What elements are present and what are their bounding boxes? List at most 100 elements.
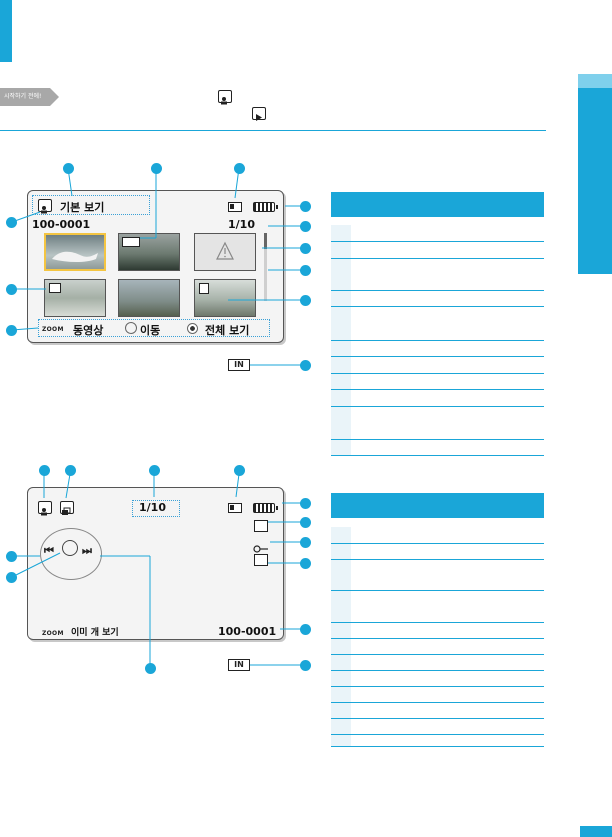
callout-marker [149, 465, 160, 476]
ok-action: 전체 보기 [205, 324, 250, 337]
return-icon[interactable] [62, 540, 78, 556]
callout-marker [300, 201, 311, 212]
nav-control [40, 528, 102, 580]
legend-table-row [331, 671, 544, 687]
callout-marker [6, 551, 17, 562]
battery-icon [253, 202, 278, 212]
key-icon [253, 538, 269, 553]
legend-table-row [331, 357, 544, 374]
legend-table-row [331, 560, 544, 591]
legend-table-row [331, 440, 544, 456]
file-number: 100-0001 [218, 625, 277, 638]
callout-marker [300, 498, 311, 509]
callout-marker [234, 465, 245, 476]
callout-marker [300, 624, 311, 635]
legend-table-row [331, 735, 544, 747]
legend-table-row [331, 719, 544, 735]
thumbnail-item[interactable] [118, 233, 180, 271]
legend-table-row [331, 687, 544, 703]
thumbnail-item[interactable] [118, 279, 180, 317]
legend-table-row [331, 259, 544, 291]
callout-marker [300, 558, 311, 569]
legend-table-row [331, 242, 544, 259]
callout-marker [300, 537, 311, 548]
legend-table-row [331, 623, 544, 639]
legend-table-row [331, 341, 544, 357]
guide-bar [38, 319, 270, 337]
photo-mode-icon [218, 90, 232, 105]
section-divider [0, 130, 546, 131]
play-icon [252, 107, 266, 121]
callout-marker [300, 517, 311, 528]
protect-icon [122, 237, 140, 247]
callout-marker [300, 243, 311, 254]
internal-memory-icon: IN [228, 659, 250, 671]
legend-table-header [331, 192, 544, 217]
mode-label: 기본 보기 [60, 201, 105, 214]
thumbnail-item[interactable] [194, 279, 256, 317]
thumbnail-item[interactable] [44, 233, 106, 271]
zoom-key-label: ZOOM [42, 326, 64, 333]
photo-mode-icon [38, 199, 52, 214]
thumbnail-item-error[interactable] [194, 233, 256, 271]
prev-icon[interactable]: ⏮ [44, 544, 54, 557]
next-icon[interactable]: ⏭ [82, 544, 92, 557]
slideshow-icon [60, 501, 74, 515]
callout-marker [300, 221, 311, 232]
move-action: 이동 [140, 324, 161, 337]
legend-table-row [331, 655, 544, 671]
scrollbar-track[interactable] [264, 233, 267, 301]
callout-marker [234, 163, 245, 174]
callout-marker [151, 163, 162, 174]
legend-table-row [331, 307, 544, 341]
legend-table-row [331, 407, 544, 440]
move-icon [125, 322, 137, 334]
flash-off-icon [254, 554, 268, 566]
legend-table-row [331, 390, 544, 407]
multi-select-icon [49, 283, 61, 293]
photo-mode-icon [38, 501, 52, 516]
zoom-key-label: ZOOM [42, 630, 64, 637]
legend-table-row [331, 291, 544, 307]
single-view-screen: 1/10 ⏮ ⏭ ZOOM 이미 개 보기 100-0001 [27, 487, 284, 640]
callout-marker [300, 660, 311, 671]
internal-memory-icon: IN [228, 359, 250, 371]
side-chapter-tab-highlight [578, 74, 612, 88]
legend-table-row [331, 591, 544, 623]
print-icon [199, 283, 209, 294]
callout-marker [6, 325, 17, 336]
battery-icon [253, 503, 278, 513]
legend-table-row [331, 544, 544, 560]
legend-table-row [331, 639, 544, 655]
scrollbar-thumb[interactable] [264, 233, 267, 249]
warning-icon [216, 241, 234, 260]
card-icon [228, 202, 242, 212]
callout-marker [63, 163, 74, 174]
file-number: 100-0001 [32, 218, 91, 231]
ok-icon [187, 323, 198, 334]
thumbnail-item[interactable] [44, 279, 106, 317]
mode-label-box [32, 195, 150, 215]
callout-marker [300, 265, 311, 276]
section-tag: 시작하기 전에! [0, 88, 59, 106]
callout-marker [145, 663, 156, 674]
legend-table-header [331, 493, 544, 518]
callout-marker [39, 465, 50, 476]
callout-marker [6, 284, 17, 295]
callout-marker [6, 572, 17, 583]
thumbnail-view-screen: 기본 보기 100-0001 1/10 ZOOM 동영상 이동 전체 보기 [27, 190, 284, 343]
print-icon [254, 520, 268, 532]
callout-marker [6, 217, 17, 228]
callout-marker [300, 360, 311, 371]
page-number-tab [580, 826, 612, 837]
chapter-color-bar [0, 0, 12, 62]
callout-marker [300, 295, 311, 306]
legend-table-row [331, 527, 544, 544]
counter: 1/10 [228, 218, 255, 231]
card-icon [228, 503, 242, 513]
zoom-action: 이미 개 보기 [71, 628, 119, 638]
counter-box [132, 500, 180, 517]
legend-table-row [331, 703, 544, 719]
zoom-action: 동영상 [73, 324, 104, 337]
